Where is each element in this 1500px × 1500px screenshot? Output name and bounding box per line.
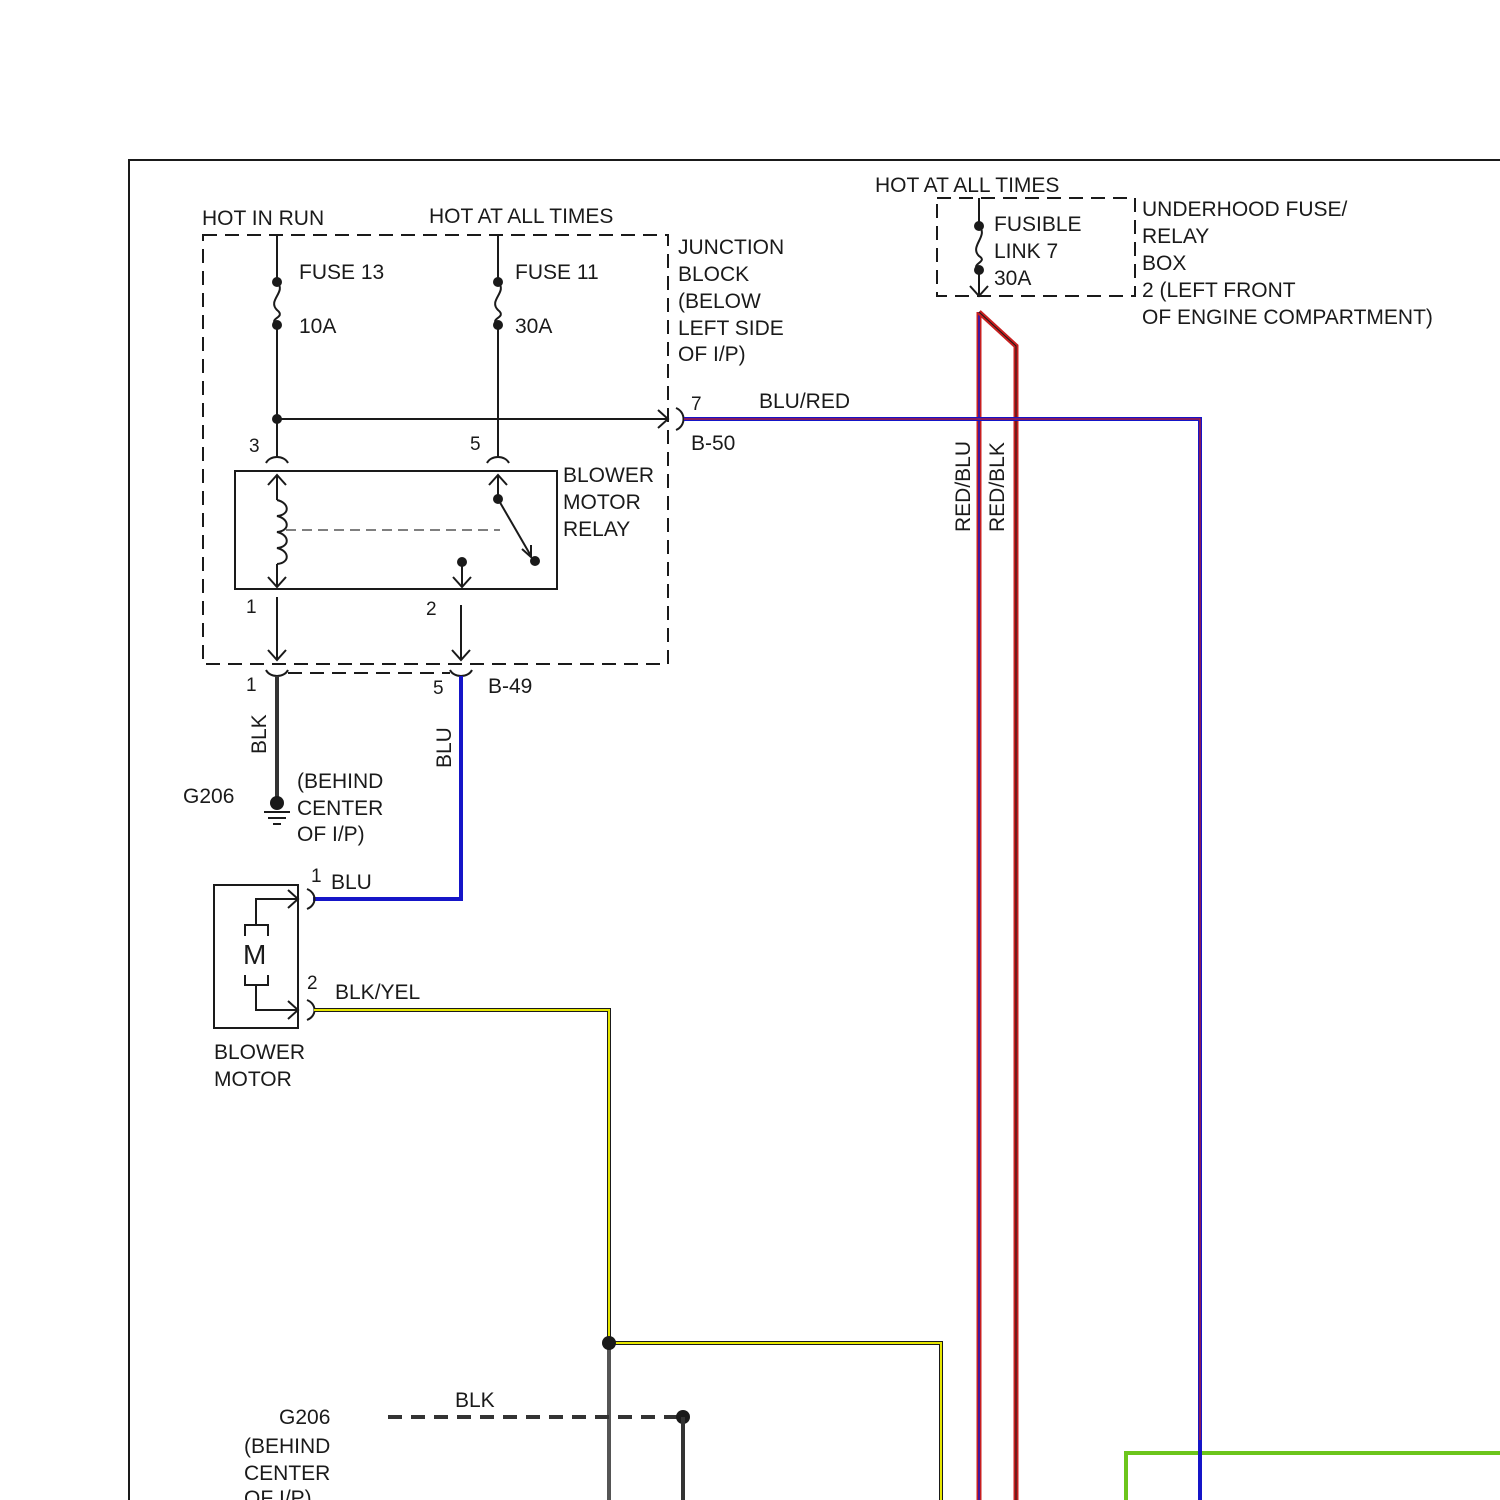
fusible-link-7	[970, 198, 988, 296]
fusible-link-label-line2: LINK 7	[994, 240, 1058, 263]
relay-pin3-connector	[266, 457, 288, 463]
b50-connector	[676, 408, 684, 430]
g206-top-label: G206	[183, 785, 234, 808]
hot-at-all-times-uh-label: HOT AT ALL TIMES	[875, 174, 1059, 197]
g206-top-location-line2: CENTER	[297, 797, 383, 820]
b49-pin-1: 1	[246, 675, 257, 696]
red-blk-wire-label: RED/BLK	[986, 442, 1009, 532]
underhood-label-line3: BOX	[1142, 252, 1186, 275]
underhood-label-line5: OF ENGINE COMPARTMENT)	[1142, 306, 1433, 329]
relay-pin-2: 2	[426, 599, 437, 620]
b49-pin-5: 5	[433, 678, 444, 699]
relay-label-line1: BLOWER	[563, 464, 654, 487]
fuse-13	[272, 235, 282, 458]
blu-motor-wire-label: BLU	[331, 871, 372, 894]
b49-pin1-connector	[266, 670, 288, 676]
fuse-13-rating: 10A	[299, 315, 336, 338]
g206-bottom-label: G206	[279, 1406, 330, 1429]
ground-g206-top-symbol	[264, 796, 290, 824]
motor-pin2-connector	[307, 1000, 315, 1020]
fuse-11	[493, 235, 503, 458]
blu-red-wire	[684, 419, 1200, 1500]
junction-block-line4: LEFT SIDE	[678, 317, 784, 340]
relay-pin5-connector	[487, 457, 509, 463]
g206-top-location-line3: OF I/P)	[297, 823, 365, 846]
g206-bottom-location-line3: OF I/P)	[244, 1487, 312, 1500]
relay-switch	[453, 475, 540, 587]
green-wire	[1126, 1453, 1500, 1500]
blk-yel-wire-label: BLK/YEL	[335, 981, 420, 1004]
relay-pin-1: 1	[246, 597, 257, 618]
relay-pin-3: 3	[249, 436, 260, 457]
blower-motor-label-line2: MOTOR	[214, 1068, 292, 1091]
b49-connector-label: B-49	[488, 675, 532, 698]
underhood-label-line1: UNDERHOOD FUSE/	[1142, 198, 1348, 221]
blk-bottom-wire-label: BLK	[455, 1389, 495, 1412]
relay-label-line2: MOTOR	[563, 491, 641, 514]
blk-ground-wire-label: BLK	[248, 714, 271, 754]
blu-red-wire-label: BLU/RED	[759, 390, 850, 413]
relay-label-line3: RELAY	[563, 518, 630, 541]
red-blu-wire-label: RED/BLU	[952, 441, 975, 532]
blower-motor-label-line1: BLOWER	[214, 1041, 305, 1064]
fuse-11-label: FUSE 11	[515, 261, 599, 284]
junction-block-line1: JUNCTION	[678, 236, 784, 259]
junction-block-line3: (BELOW	[678, 290, 761, 313]
g206-top-location-line1: (BEHIND	[297, 770, 383, 793]
junction-block-line2: BLOCK	[678, 263, 749, 286]
g206-bottom-location-line2: CENTER	[244, 1462, 330, 1485]
fuse-13-label: FUSE 13	[299, 261, 384, 284]
b50-pin-7: 7	[691, 394, 702, 415]
hot-in-run-label: HOT IN RUN	[202, 207, 324, 230]
underhood-label-line2: RELAY	[1142, 225, 1209, 248]
fuse-11-rating: 30A	[515, 315, 552, 338]
b49-pin5-connector	[450, 670, 472, 676]
b50-connector-label: B-50	[691, 432, 735, 455]
underhood-label-line4: 2 (LEFT FRONT	[1142, 279, 1296, 302]
fusible-link-label-line1: FUSIBLE	[994, 213, 1082, 236]
relay-pin-5: 5	[470, 434, 481, 455]
hot-at-all-times-jb-label: HOT AT ALL TIMES	[429, 205, 613, 228]
relay-coil	[268, 475, 287, 587]
motor-symbol-m: M	[243, 939, 266, 970]
motor-pin-1: 1	[311, 866, 322, 887]
motor-pin-2: 2	[307, 973, 318, 994]
g206-bottom-location-line1: (BEHIND	[244, 1435, 330, 1458]
blk-yel-wire	[314, 1010, 941, 1500]
blu-relay-wire-label: BLU	[433, 727, 456, 768]
junction-block-line5: OF I/P)	[678, 343, 746, 366]
fusible-link-rating: 30A	[994, 267, 1031, 290]
